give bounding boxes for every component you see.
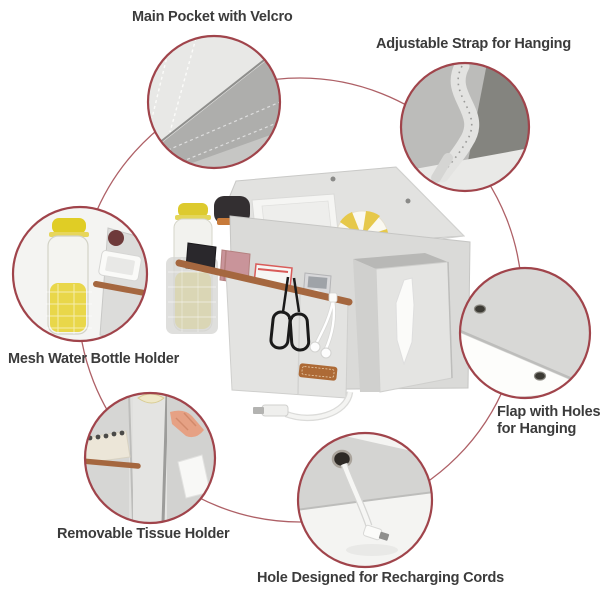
usb-connector bbox=[362, 524, 390, 541]
earbuds bbox=[309, 292, 338, 359]
rolled-paper bbox=[137, 393, 165, 404]
main-pocket-closeup-bubble bbox=[146, 34, 282, 170]
hand bbox=[170, 410, 204, 438]
label-recharge-hole: Hole Designed for Recharging Cords bbox=[257, 570, 504, 586]
flap-holes-closeup-bubble bbox=[458, 266, 592, 400]
tissue bbox=[395, 277, 415, 366]
label-tissue-holder: Removable Tissue Holder bbox=[57, 526, 230, 542]
spiral-notebook bbox=[85, 430, 131, 464]
label-flap-line1: Flap with Holes bbox=[497, 404, 600, 420]
label-adjustable-strap: Adjustable Strap for Hanging bbox=[376, 36, 571, 52]
bottle-holder-closeup-bubble bbox=[11, 205, 149, 343]
product-photo bbox=[166, 166, 471, 422]
phone-in-pocket bbox=[98, 250, 142, 282]
usb-cable bbox=[253, 391, 354, 422]
leather-brand-patch bbox=[298, 363, 338, 381]
cord-hole-closeup-bubble bbox=[296, 431, 434, 569]
label-flap-line2: for Hanging bbox=[497, 421, 577, 437]
tissue-holder-closeup-bubble bbox=[83, 391, 217, 525]
mesh-bottle-pocket bbox=[166, 257, 218, 334]
label-main-pocket: Main Pocket with Velcro bbox=[132, 9, 293, 25]
label-flap-holes: Flap with Holes for Hanging bbox=[497, 404, 600, 438]
label-bottle-holder: Mesh Water Bottle Holder bbox=[8, 351, 180, 367]
strap-closeup-bubble bbox=[399, 61, 531, 193]
leather-trim bbox=[175, 259, 353, 306]
snap-button bbox=[330, 176, 336, 182]
eyeglasses bbox=[269, 276, 311, 352]
tissue-box bbox=[353, 253, 453, 393]
snap-button bbox=[405, 198, 411, 204]
